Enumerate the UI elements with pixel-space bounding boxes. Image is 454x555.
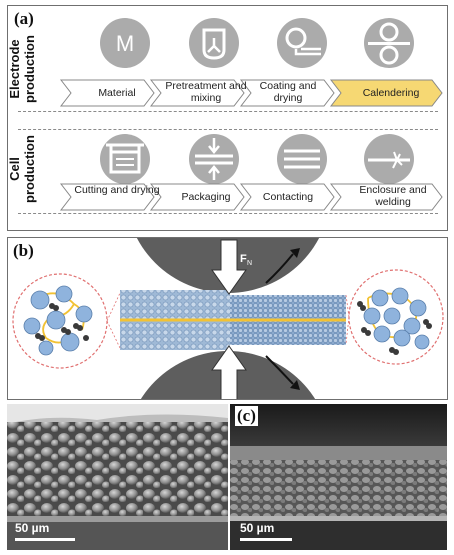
right-particles [363, 287, 430, 350]
material-letter: M [116, 31, 134, 56]
welding-spark-icon [364, 134, 414, 184]
step-calendering-label: Calendering [362, 87, 420, 99]
process-chain-panel: (a) Electrode production Cell production… [7, 5, 448, 231]
cell-production-title: Cell production [7, 135, 37, 203]
step-chevron-contacting [239, 183, 335, 211]
force-label: F [240, 253, 247, 265]
step-chevron-coating [239, 79, 335, 107]
calender-rolls-icon [364, 18, 414, 68]
panel-a-label: (a) [14, 9, 34, 28]
force-subscript: N [247, 260, 252, 267]
left-scale-bar [15, 538, 75, 541]
middle-divider [18, 129, 438, 130]
packaging-press-icon [189, 134, 239, 184]
mixer-icon [189, 18, 239, 68]
top-divider [18, 111, 438, 112]
right-scale-bar [240, 538, 292, 541]
step-cutting-label: Cutting and drying [74, 184, 160, 196]
step-chevron-calendering [329, 79, 443, 107]
force-arrow-down [211, 239, 247, 295]
left-scale-label: 50 µm [15, 521, 50, 535]
electrode-process-arrows [59, 79, 443, 107]
upper-rotation-arrow [265, 253, 294, 284]
step-chevron-material [59, 79, 155, 107]
step-enclosure-label: Enclosure and welding [359, 184, 427, 208]
step-packaging-label: Packaging [181, 191, 231, 203]
step-contacting-label: Contacting [262, 191, 314, 203]
step-coating-label: Coating and drying [259, 80, 317, 104]
sem-image-calendered: (c) 50 µm [230, 404, 447, 550]
panel-c-label: (c) [235, 406, 258, 426]
right-scale-label: 50 µm [240, 521, 275, 535]
right-carbon-black [357, 301, 432, 355]
material-M-icon: M [100, 18, 150, 68]
step-mixing-label: Pretreatment and mixing [165, 80, 247, 104]
electrode-production-title: Electrode production [7, 35, 37, 103]
panel-b-label: (b) [13, 241, 34, 260]
step-material-label: Material [98, 87, 136, 99]
step-chevron-mixing [149, 79, 245, 107]
sem-image-uncalendered: 50 µm [7, 404, 228, 550]
step-chevron-enclosure [329, 183, 443, 211]
contacting-lines-icon [277, 134, 327, 184]
cell-process-arrows [59, 183, 443, 211]
bottom-divider [18, 213, 438, 214]
step-chevron-cutting [59, 183, 155, 211]
left-carbon-black [35, 303, 89, 341]
coating-roll-icon [277, 18, 327, 68]
calendering-schematic: F N [12, 238, 444, 399]
left-particles [23, 285, 93, 356]
cutting-icon [100, 134, 150, 184]
lower-rotation-arrow [265, 355, 294, 385]
calendering-schematic-panel: F N [7, 237, 448, 400]
force-arrow-up [211, 345, 247, 399]
step-chevron-packaging [149, 183, 245, 211]
